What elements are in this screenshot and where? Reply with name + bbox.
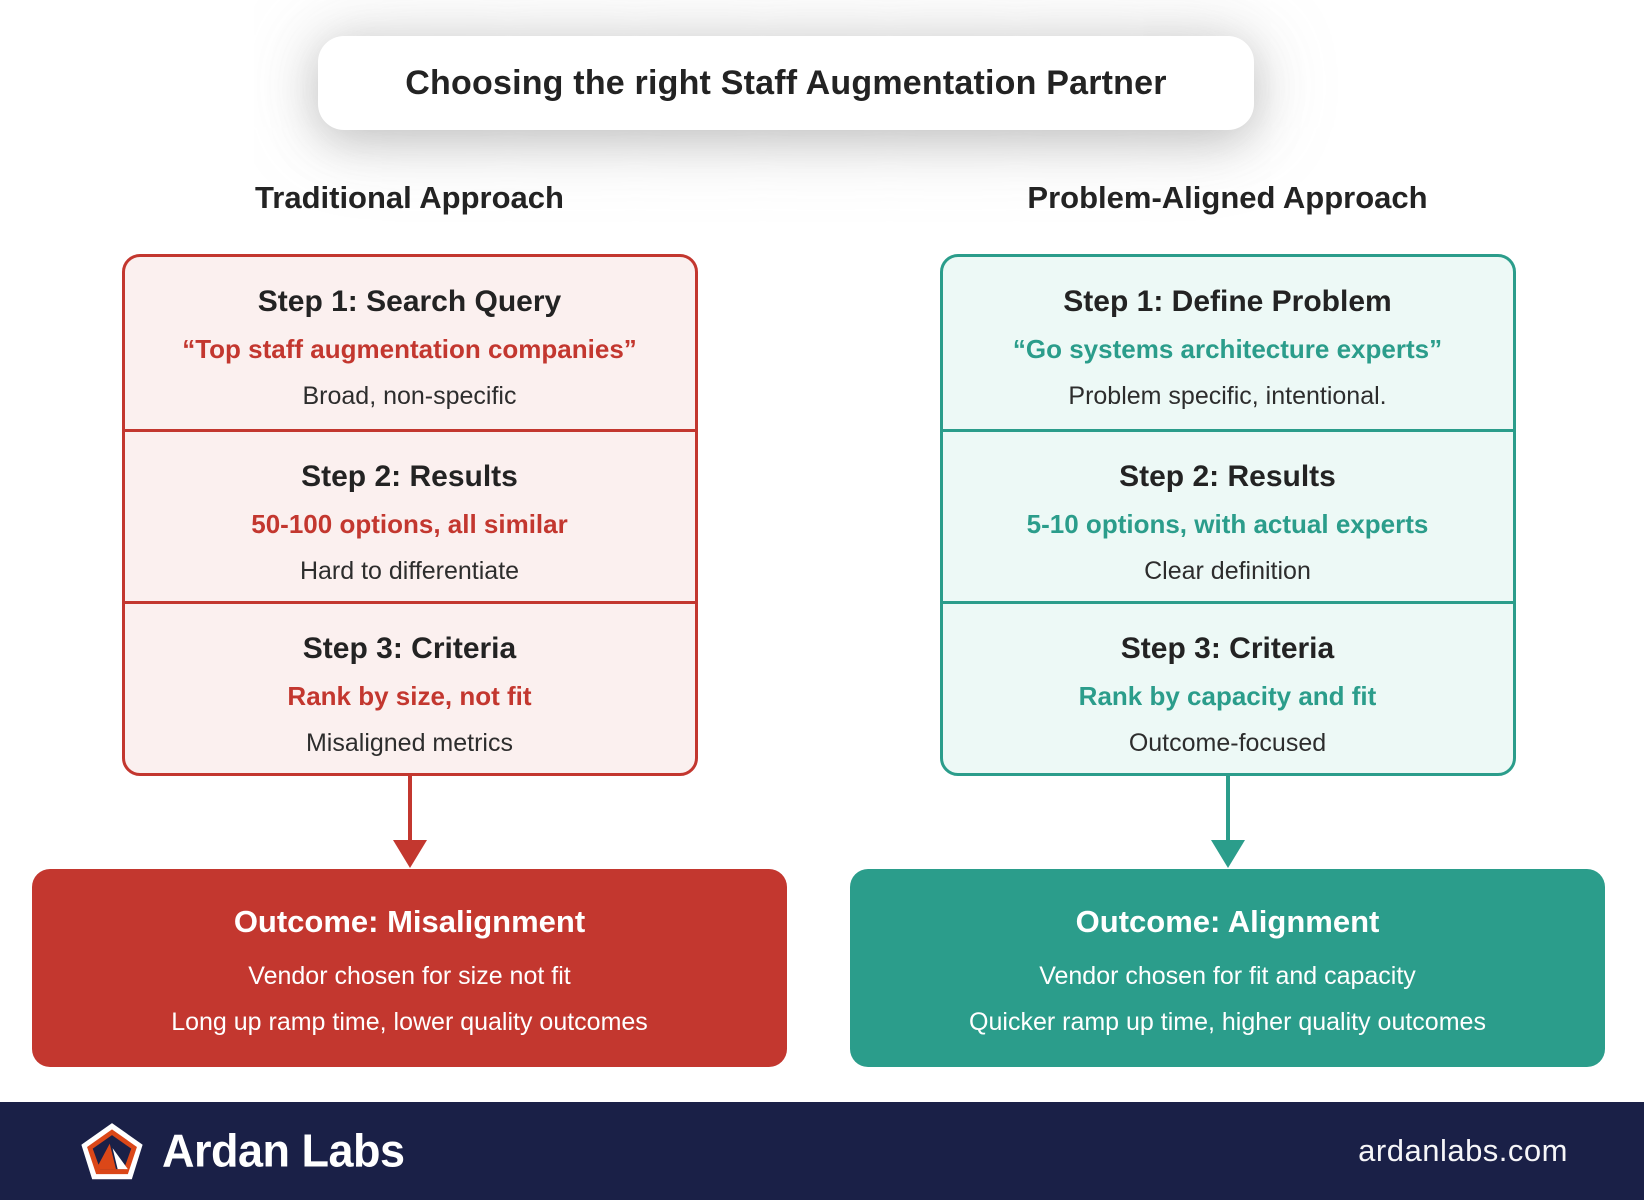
outcome-line: Quicker ramp up time, higher quality out…: [969, 1008, 1486, 1036]
step-title: Step 3: Criteria: [1120, 632, 1335, 665]
comparison-columns: Traditional Approach Step 1: Search Quer…: [32, 180, 1605, 1067]
arrow-stem: [407, 776, 412, 840]
ardan-labs-logo-icon: [78, 1122, 146, 1181]
page-title: Choosing the right Staff Augmentation Pa…: [405, 63, 1167, 102]
step-note: Broad, non-specific: [302, 382, 517, 410]
traditional-steps-box: Step 1: Search Query “Top staff augmenta…: [121, 254, 698, 776]
column-problem-aligned-header: Problem-Aligned Approach: [1027, 180, 1428, 215]
brand-name: Ardan Labs: [162, 1123, 405, 1177]
arrow-stem: [1225, 776, 1230, 840]
footer: Ardan Labs ardanlabs.com: [0, 1102, 1644, 1200]
arrow-head: [392, 840, 427, 868]
step-card: Step 3: Criteria Rank by capacity and fi…: [942, 601, 1513, 773]
step-highlight: 5-10 options, with actual experts: [1026, 509, 1429, 539]
problem-aligned-steps-box: Step 1: Define Problem “Go systems archi…: [939, 254, 1516, 776]
step-highlight: “Top staff augmentation companies”: [182, 334, 637, 364]
footer-url: ardanlabs.com: [1358, 1133, 1568, 1168]
step-card: Step 3: Criteria Rank by size, not fit M…: [124, 601, 695, 773]
arrow-head: [1210, 840, 1245, 868]
column-traditional: Traditional Approach Step 1: Search Quer…: [32, 180, 787, 1067]
step-title: Step 2: Results: [301, 460, 518, 493]
step-highlight: Rank by size, not fit: [287, 681, 532, 711]
step-note: Hard to differentiate: [299, 557, 520, 585]
column-traditional-header: Traditional Approach: [255, 180, 564, 215]
step-note: Problem specific, intentional.: [1068, 382, 1387, 410]
step-highlight: “Go systems architecture experts”: [1012, 334, 1443, 364]
outcome-line: Vendor chosen for size not fit: [248, 962, 571, 990]
step-title: Step 1: Search Query: [257, 285, 562, 318]
step-card: Step 2: Results 5-10 options, with actua…: [942, 429, 1513, 601]
brand: Ardan Labs: [78, 1122, 405, 1181]
step-highlight: 50-100 options, all similar: [251, 509, 568, 539]
step-note: Misaligned metrics: [305, 729, 513, 757]
step-title: Step 3: Criteria: [302, 632, 517, 665]
step-note: Outcome-focused: [1128, 729, 1327, 757]
step-title: Step 2: Results: [1119, 460, 1336, 493]
title-card: Choosing the right Staff Augmentation Pa…: [318, 36, 1254, 130]
step-note: Clear definition: [1144, 557, 1311, 585]
step-card: Step 1: Define Problem “Go systems archi…: [943, 257, 1513, 429]
outcome-box-alignment: Outcome: Alignment Vendor chosen for fit…: [850, 869, 1605, 1067]
step-title: Step 1: Define Problem: [1063, 285, 1392, 318]
outcome-line: Long up ramp time, lower quality outcome…: [171, 1008, 648, 1036]
down-arrow-icon: [32, 776, 787, 869]
outcome-line: Vendor chosen for fit and capacity: [1039, 962, 1416, 990]
down-arrow-icon: [850, 776, 1605, 869]
step-highlight: Rank by capacity and fit: [1078, 681, 1377, 711]
outcome-title: Outcome: Alignment: [1075, 904, 1380, 939]
column-problem-aligned: Problem-Aligned Approach Step 1: Define …: [850, 180, 1605, 1067]
step-card: Step 2: Results 50-100 options, all simi…: [124, 429, 695, 601]
outcome-title: Outcome: Misalignment: [233, 904, 586, 939]
step-card: Step 1: Search Query “Top staff augmenta…: [125, 257, 695, 429]
outcome-box-misalignment: Outcome: Misalignment Vendor chosen for …: [32, 869, 787, 1067]
